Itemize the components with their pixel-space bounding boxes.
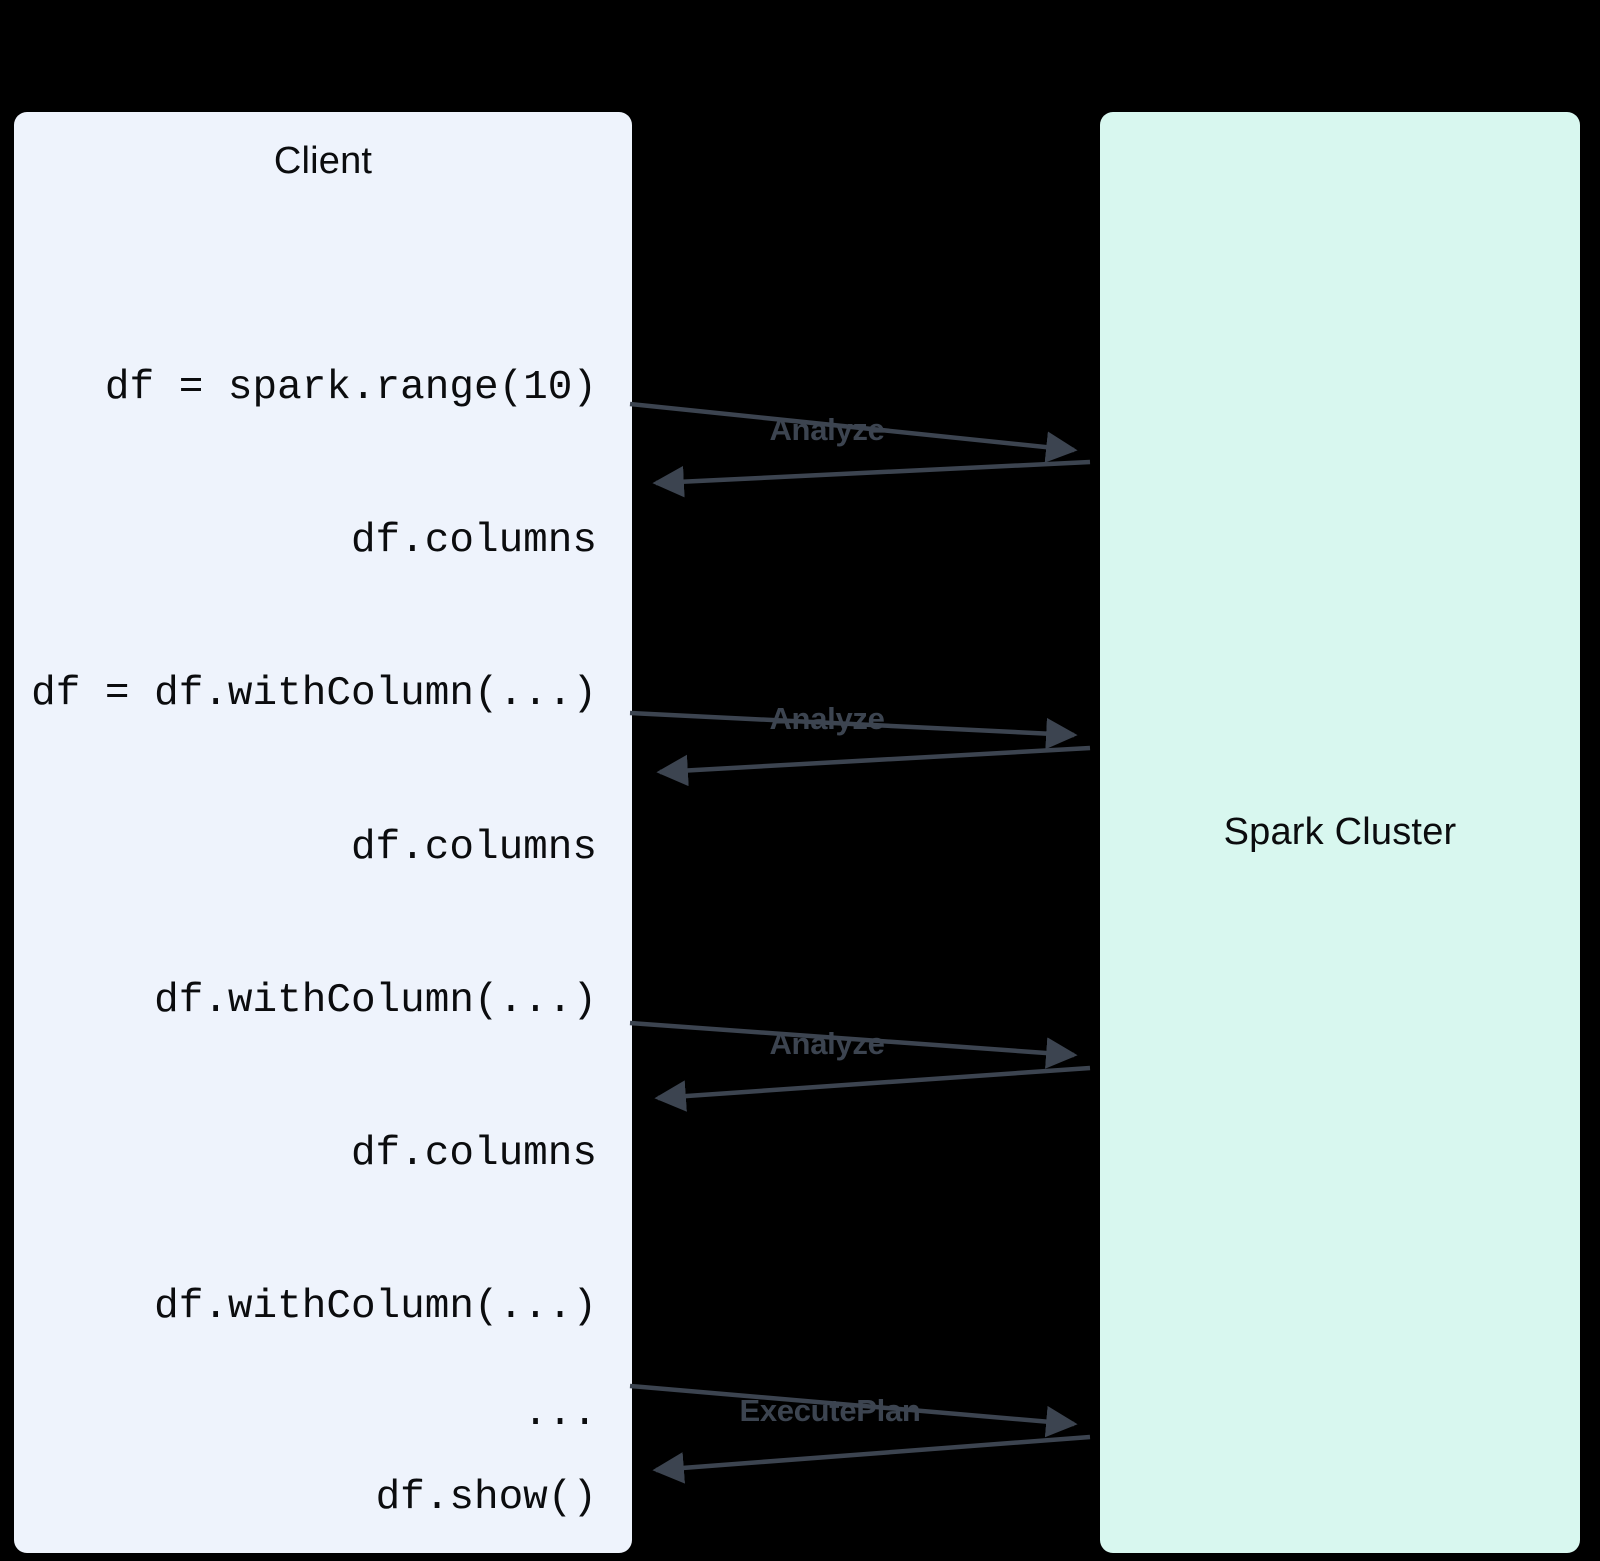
message-label-executeplan: ExecutePlan [739,1393,921,1428]
client-code-line-5: df.withColumn(...) [154,978,597,1024]
response-arrow-1 [652,459,1091,498]
client-code-line-8: ... [523,1391,597,1437]
client-code-line-7: df.withColumn(...) [154,1284,597,1330]
response-arrow-4 [652,1434,1091,1484]
spark-cluster-panel: Spark Cluster [1100,112,1580,1553]
message-label-analyze-1: Analyze [769,412,885,447]
response-arrow-2 [656,745,1091,787]
client-code-line-9: df.show() [375,1475,597,1521]
client-code-line-1: df = spark.range(10) [104,365,597,411]
client-code-line-4: df.columns [350,825,597,871]
client-code-line-2: df.columns [350,518,597,564]
spark-cluster-panel-title: Spark Cluster [1223,811,1457,853]
message-label-analyze-3: Analyze [769,1026,885,1061]
client-panel-title: Client [273,140,373,182]
message-label-analyze-2: Analyze [769,701,885,736]
client-code-line-3: df = df.withColumn(...) [31,671,597,717]
client-code-line-6: df.columns [350,1131,597,1177]
response-arrow-3 [654,1065,1091,1112]
client-panel: Client df = spark.range(10) df.columns d… [14,112,632,1553]
